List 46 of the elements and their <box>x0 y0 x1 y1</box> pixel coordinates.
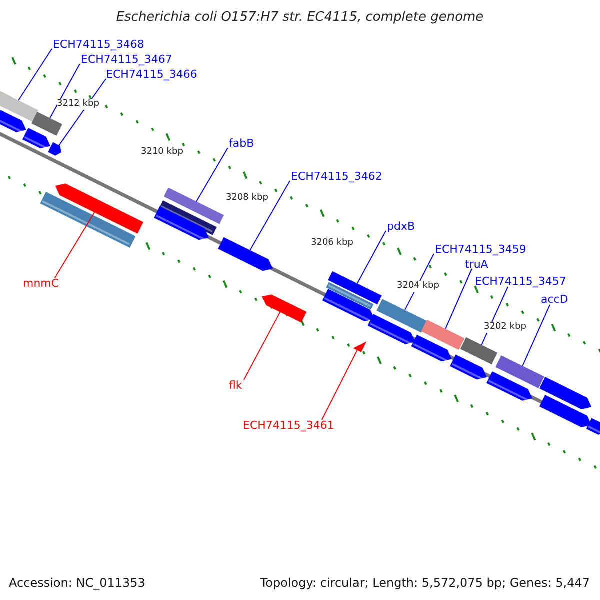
leader-line <box>445 268 472 330</box>
gene-feature <box>48 142 62 156</box>
gene-feature <box>164 188 224 224</box>
gene-feature <box>539 377 592 410</box>
footer-text: Accession: NC_011353 <box>9 576 146 590</box>
gene-label: ECH74115_3461 <box>243 419 334 432</box>
scale-label: 3208 kbp <box>226 193 268 204</box>
gene-label: ECH74115_3459 <box>435 243 526 256</box>
leader-line <box>322 350 358 420</box>
scale-label: 3202 kbp <box>484 322 526 333</box>
gene-label: fabB <box>229 137 254 150</box>
footer-text: Topology: circular; Length: 5,572,075 bp; Genes: 5,447 <box>260 576 590 590</box>
leader-line <box>196 148 228 202</box>
scale-label: 3210 kbp <box>141 147 184 158</box>
gene-label: ECH74115_3462 <box>291 170 382 183</box>
leader-line <box>356 230 386 284</box>
leader-line <box>522 304 550 367</box>
gene-feature <box>328 271 382 305</box>
gene-label: pdxB <box>387 220 416 233</box>
gene-label: ECH74115_3468 <box>53 38 144 51</box>
gene-label: ECH74115_3466 <box>106 68 198 81</box>
leader-line <box>18 48 52 101</box>
gene-feature <box>32 112 62 136</box>
leader-line <box>50 64 80 119</box>
leader-line <box>54 212 96 278</box>
scale-label: 3206 kbp <box>311 238 354 249</box>
feature-triangle <box>353 342 367 352</box>
gene-feature <box>460 337 498 365</box>
gene-label: flk <box>229 379 242 392</box>
gene-feature <box>0 90 38 122</box>
gene-label: truA <box>465 258 488 271</box>
gene-label: ECH74115_3467 <box>81 53 172 66</box>
scale-label: 3212 kbp <box>57 99 100 110</box>
gene-feature <box>55 184 144 234</box>
gene-feature <box>218 237 273 272</box>
gene-feature <box>421 320 465 350</box>
scale-label: 3204 kbp <box>397 281 440 292</box>
title: Escherichia coli O157:H7 str. EC4115, complete genome <box>115 10 485 26</box>
gene-feature <box>262 294 307 323</box>
gene-label: accD <box>541 293 568 306</box>
gene-feature <box>539 395 592 428</box>
gene-label: ECH74115_3457 <box>475 275 566 288</box>
leader-line <box>244 312 281 380</box>
gene-feature <box>376 299 428 333</box>
gene-label: mnmC <box>23 277 60 290</box>
gene-feature <box>496 356 544 388</box>
